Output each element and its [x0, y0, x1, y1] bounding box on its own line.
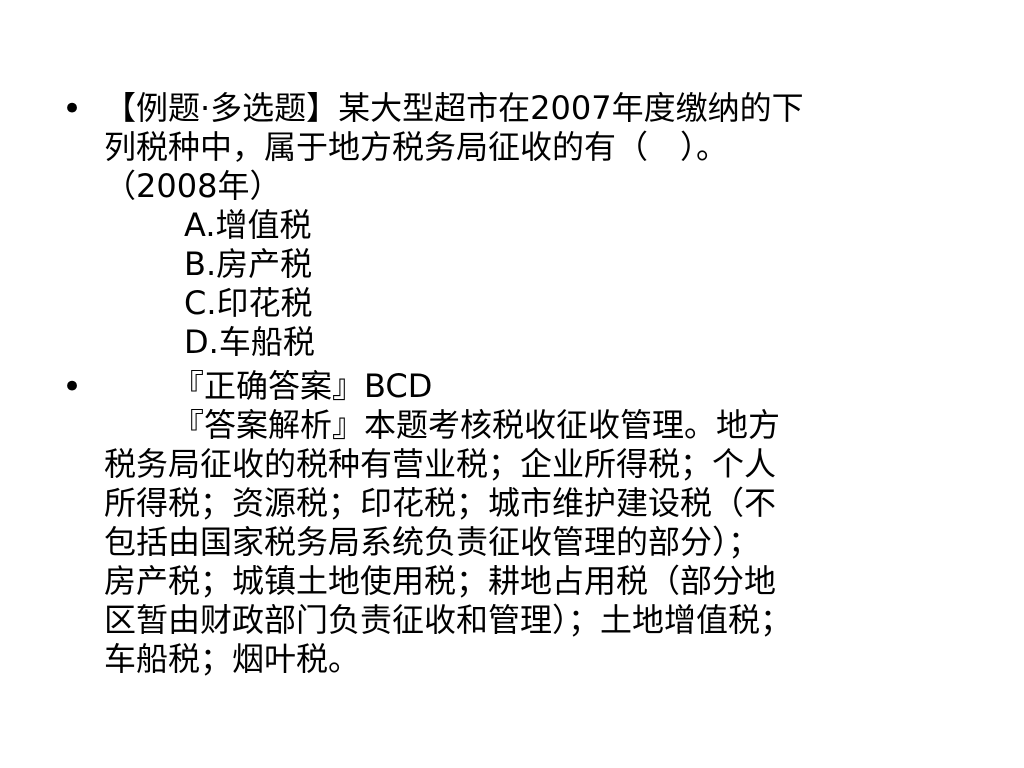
question-line-1: 【例题·多选题】某大型超市在2007年度缴纳的下	[104, 89, 804, 127]
option-b-label: B.	[184, 245, 217, 283]
option-c-value: 印花税	[216, 284, 313, 322]
option-b-value: 房产税	[216, 245, 313, 283]
option-a-label: A.	[184, 206, 216, 244]
answer-block: 『正确答案』BCD 『答案解析』本题考核税收征收管理。地方 税务局征收的税种有营…	[104, 367, 964, 679]
option-c: C.印花税	[104, 284, 964, 323]
analysis-line-7: 车船税；烟叶税。	[104, 640, 361, 678]
analysis-line-4: 包括由国家税务局系统负责征收管理的部分）；	[104, 523, 761, 561]
analysis-line-3: 所得税；资源税；印花税；城市维护建设税（不	[104, 484, 777, 522]
analysis-line-1: 『答案解析』本题考核税收征收管理。地方	[172, 406, 781, 444]
bullet-answer: •	[62, 367, 83, 407]
analysis-line-6: 区暂由财政部门负责征收和管理）；土地增值税；	[104, 601, 793, 639]
option-d-label: D.	[184, 323, 219, 361]
option-d-value: 车船税	[218, 323, 315, 361]
correct-answer: 『正确答案』BCD	[172, 367, 433, 405]
option-d: D.车船税	[104, 323, 964, 362]
option-b: B.房产税	[104, 245, 964, 284]
question-block: 【例题·多选题】某大型超市在2007年度缴纳的下 列税种中，属于地方税务局征收的…	[104, 89, 964, 362]
analysis-line-5: 房产税；城镇土地使用税；耕地占用税（部分地	[104, 562, 777, 600]
bullet-question: •	[62, 89, 83, 129]
question-line-2: 列税种中，属于地方税务局征收的有（ ）。	[104, 128, 729, 166]
analysis-line-2: 税务局征收的税种有营业税；企业所得税；个人	[104, 445, 777, 483]
option-c-label: C.	[184, 284, 217, 322]
question-line-3: （2008年）	[104, 167, 282, 205]
option-a-value: 增值税	[215, 206, 312, 244]
option-a: A.增值税	[104, 206, 964, 245]
